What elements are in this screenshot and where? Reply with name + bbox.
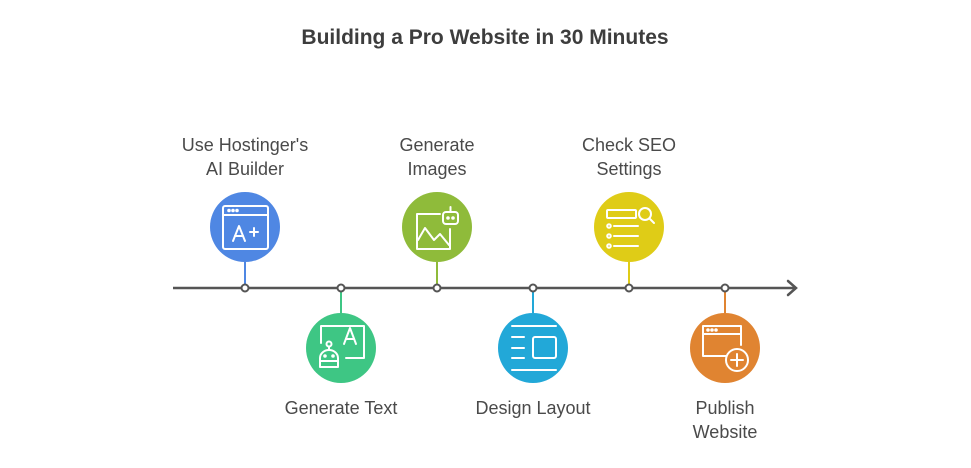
step-5-label-line-1: Check SEO — [582, 135, 676, 155]
step-3-label-line-1: Generate — [399, 135, 474, 155]
seo-checklist-icon — [606, 207, 655, 249]
browser-add-icon — [702, 325, 749, 372]
node-4 — [528, 283, 538, 293]
step-6-label-line-2: Website — [693, 422, 758, 442]
step-2-label-line-1: Generate Text — [285, 398, 398, 418]
node-3 — [432, 283, 442, 293]
arrow-head-icon — [786, 279, 798, 297]
node-6 — [720, 283, 730, 293]
node-5 — [624, 283, 634, 293]
step-4-label-line-1: Design Layout — [475, 398, 590, 418]
node-2 — [336, 283, 346, 293]
step-3-label-line-2: Images — [407, 159, 466, 179]
step-1-label-line-2: AI Builder — [206, 159, 284, 179]
browser-aplus-icon — [222, 205, 269, 250]
robot-text-icon — [319, 325, 365, 368]
step-1: Use Hostinger's AI Builder — [182, 135, 308, 262]
diagram-title: Building a Pro Website in 30 Minutes — [301, 26, 668, 49]
step-1-circle — [210, 192, 280, 262]
step-3: Generate Images — [399, 135, 475, 262]
step-5-label-line-2: Settings — [596, 159, 661, 179]
timeline-nodes — [240, 283, 730, 293]
step-4: Design Layout — [475, 313, 591, 418]
step-6-label-line-1: Publish — [695, 398, 754, 418]
step-2: Generate Text — [285, 313, 398, 418]
node-1 — [240, 283, 250, 293]
step-1-label-line-1: Use Hostinger's — [182, 135, 308, 155]
step-6: Publish Website — [690, 313, 760, 442]
layout-icon — [511, 325, 557, 371]
step-3-circle — [402, 192, 472, 262]
step-2-circle — [306, 313, 376, 383]
step-6-circle — [690, 313, 760, 383]
image-robot-icon — [416, 206, 459, 250]
step-5: Check SEO Settings — [582, 135, 676, 262]
